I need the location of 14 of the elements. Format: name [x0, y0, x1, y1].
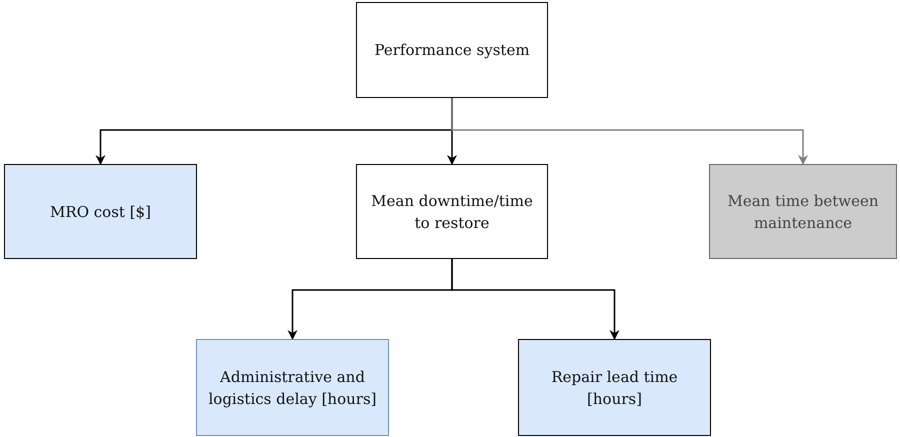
box-label: Mean downtime/time to restore	[370, 190, 534, 234]
box-label: Administrative and logistics delay [hours]	[207, 366, 378, 410]
box-label: Repair lead time [hours]	[550, 366, 679, 410]
process-box	[356, 164, 548, 259]
process-box	[4, 164, 197, 259]
arrow	[451, 98, 808, 165]
process-box	[709, 164, 897, 259]
process-box	[518, 339, 711, 436]
box-label: MRO cost [$]	[50, 202, 151, 222]
box-label: Mean time between maintenance	[726, 190, 880, 234]
box-label: Performance system	[374, 40, 530, 61]
process-box	[196, 339, 389, 436]
arrow	[451, 259, 620, 340]
process-box	[356, 2, 548, 98]
